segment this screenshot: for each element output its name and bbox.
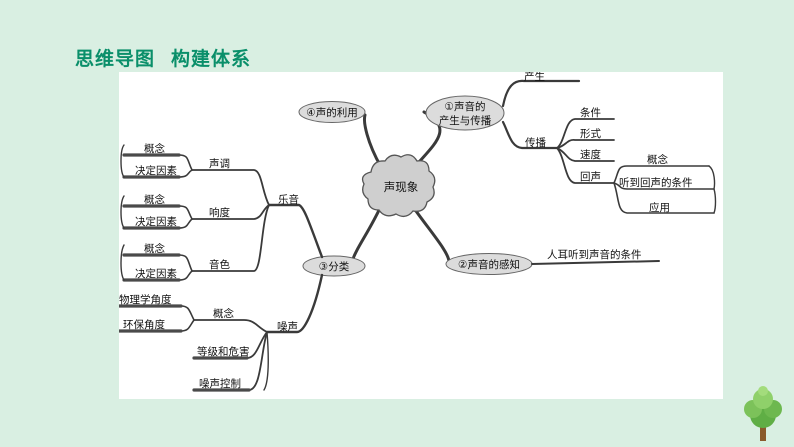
connector-music <box>267 203 324 259</box>
noise-side-line <box>263 331 269 391</box>
connector-produce <box>501 79 581 108</box>
speed-label: 速度 <box>580 148 601 161</box>
physics-angle-label: 物理学角度 <box>119 293 172 306</box>
condition-label: 条件 <box>580 106 601 119</box>
pitch-label: 声调 <box>209 157 230 170</box>
tree-icon <box>744 386 782 441</box>
pitch-factor-label: 决定因素 <box>135 164 177 177</box>
produce-label: 产生 <box>524 72 545 83</box>
mind-map-diagram: 声现象 ④声的利用 ①声音的 产生与传播 ②声音的感知 ③分类 产生 传播 条件… <box>119 72 717 392</box>
level-harm-label: 等级和危害 <box>197 345 250 358</box>
pitch-concept-label: 概念 <box>144 142 165 155</box>
mind-map-panel: 声现象 ④声的利用 ①声音的 产生与传播 ②声音的感知 ③分类 产生 传播 条件… <box>119 72 723 399</box>
perception-condition-label: 人耳听到声音的条件 <box>547 248 642 261</box>
branch-use-label: ④声的利用 <box>306 106 357 119</box>
echo-condition-label: 听到回声的条件 <box>619 176 693 189</box>
connector-speed <box>556 147 615 162</box>
title-part-mind-map: 思维导图 <box>75 48 156 70</box>
connector-echo-apply <box>613 182 715 214</box>
pitch-bracket <box>120 144 125 178</box>
loudness-bracket <box>120 195 125 229</box>
timbre-bracket <box>120 244 125 281</box>
music-label: 乐音 <box>278 193 299 206</box>
connector-noise <box>265 273 324 334</box>
form-label: 形式 <box>580 127 601 140</box>
title-part-system: 构建体系 <box>171 48 252 70</box>
loudness-concept-label: 概念 <box>144 193 165 206</box>
center-label: 声现象 <box>384 180 419 194</box>
page-title: 思维导图构建体系 <box>75 44 251 71</box>
timbre-factor-label: 决定因素 <box>135 267 177 280</box>
connector-noise-concept <box>193 319 268 333</box>
center-node: 声现象 <box>361 154 436 218</box>
branch-production-line2: 产生与传播 <box>439 114 492 127</box>
connector-perception-condition <box>531 260 660 265</box>
connector-echo <box>556 147 615 184</box>
echo-concept-label: 概念 <box>647 153 668 166</box>
branch-production-node: ①声音的 产生与传播 <box>425 95 505 131</box>
timbre-concept-label: 概念 <box>144 242 165 255</box>
echo-apply-label: 应用 <box>649 201 670 214</box>
timbre-label: 音色 <box>209 258 230 271</box>
branch-classification-node: ③分类 <box>302 255 366 277</box>
connector-pitch <box>191 169 270 206</box>
echo-label: 回声 <box>580 170 601 183</box>
echo-side-line <box>708 165 717 214</box>
connector-loudness <box>191 204 270 220</box>
connector-center-classification <box>350 204 383 264</box>
branch-use-node: ④声的利用 <box>298 101 366 123</box>
connector-echo-condition <box>613 182 715 190</box>
env-angle-label: 环保角度 <box>123 318 165 331</box>
propagate-label: 传播 <box>525 136 546 149</box>
connector-timbre <box>191 204 270 272</box>
connector-echo-concept <box>613 165 710 184</box>
loudness-label: 响度 <box>209 206 230 219</box>
branch-classification-label: ③分类 <box>319 260 350 273</box>
noise-concept-label: 概念 <box>213 307 234 320</box>
noise-label: 噪声 <box>277 320 298 333</box>
connector-propagate <box>501 120 559 150</box>
loudness-factor-label: 决定因素 <box>135 215 177 228</box>
connector-form <box>556 139 615 149</box>
branch-production-line1: ①声音的 <box>445 100 486 113</box>
connector-center-perception <box>409 202 451 264</box>
connector-physics-angle <box>119 305 195 321</box>
connector-condition <box>556 118 615 149</box>
connector-center-use <box>363 113 383 169</box>
branch-perception-label: ②声音的感知 <box>458 258 520 271</box>
noise-control-label: 噪声控制 <box>199 377 241 390</box>
branch-perception-node: ②声音的感知 <box>445 253 533 275</box>
